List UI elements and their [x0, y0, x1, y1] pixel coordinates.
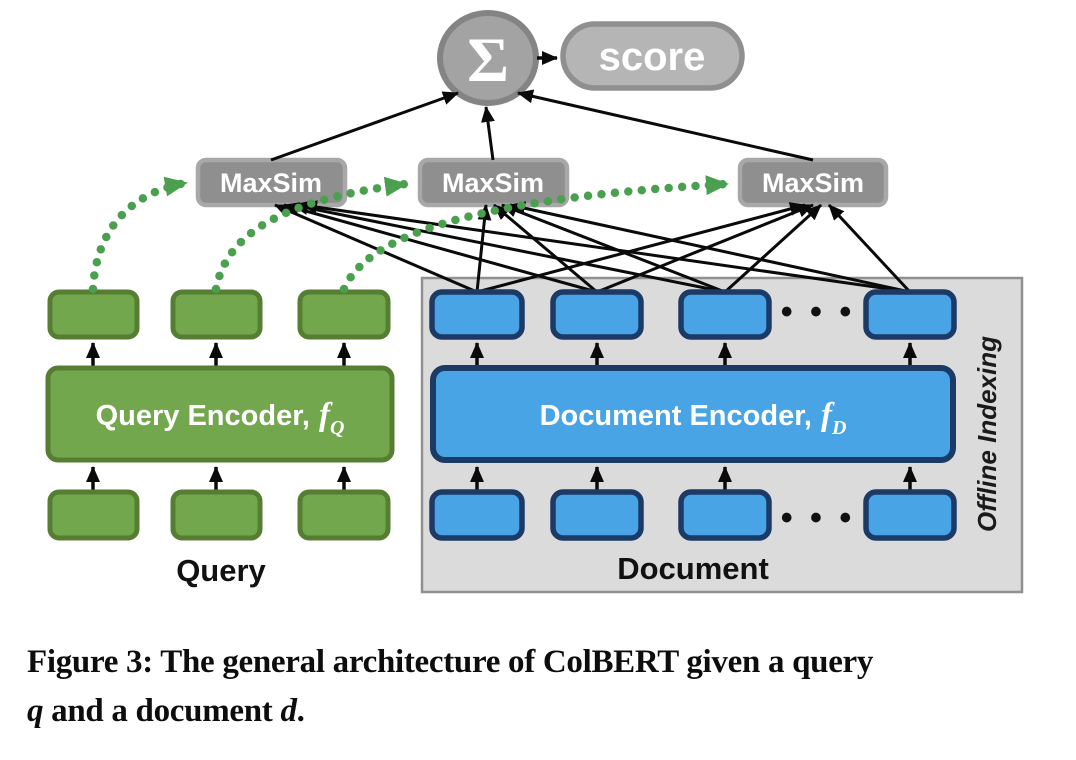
document-label: Document: [617, 551, 769, 586]
doc-token-4: [863, 489, 957, 541]
doc-to-maxsim-arrows: [274, 200, 912, 294]
maxsim-label-1: MaxSim: [220, 168, 322, 198]
maxsim-label-2: MaxSim: [442, 168, 544, 198]
offline-indexing-label: Offline Indexing: [972, 336, 1002, 532]
query-encoder-box: [45, 365, 395, 463]
arrow-line: [501, 203, 726, 294]
ellipsis-bottom: • • •: [781, 499, 856, 537]
sum-symbol: Σ: [467, 24, 509, 95]
score-label: score: [599, 35, 706, 79]
doc-embedding-1: [429, 289, 525, 340]
caption-mid: and a document: [43, 692, 281, 729]
arrow-line: [596, 203, 814, 294]
arrow-line: [283, 202, 598, 294]
dotted-arrow-2: [211, 176, 411, 294]
doc-embedding-2: [550, 289, 644, 340]
query-token-3: [297, 489, 391, 541]
architecture-diagram: Offline Indexing Σ score MaxSim MaxSim M…: [45, 10, 1024, 594]
caption-var-d: d: [280, 692, 297, 729]
caption-var-q: q: [27, 692, 44, 729]
dotted-arrow-3: [339, 175, 732, 294]
caption-period: .: [296, 692, 305, 729]
arrow-line: [827, 203, 912, 294]
arrow-line: [481, 106, 495, 161]
query-dotted-arrows: [88, 175, 732, 294]
query-encoder-label: Query Encoder,fQ: [96, 397, 345, 439]
maxsim-to-sum-arrows: [270, 89, 814, 162]
doc-encoder-box: [430, 365, 956, 463]
arrow-line: [292, 201, 726, 294]
query-embedding-2: [170, 289, 263, 340]
score-pill: [560, 21, 745, 91]
document-side: • • • Document Encoder,fD • • • Document: [429, 289, 957, 586]
doc-token-1: [429, 489, 525, 541]
ellipsis-top: • • •: [781, 293, 856, 331]
doc-token-2: [550, 489, 644, 541]
arrow-line: [274, 203, 478, 294]
arrow-line: [509, 201, 911, 294]
doc-embedding-3: [678, 289, 772, 340]
arrow-line: [476, 202, 806, 294]
figure-caption: Figure 3: The general architecture of Co…: [0, 638, 1076, 736]
query-embedding-1: [47, 289, 140, 340]
arrow-line: [723, 203, 823, 294]
query-token-2: [170, 489, 263, 541]
maxsim-label-3: MaxSim: [762, 168, 864, 198]
doc-token-3: [678, 489, 772, 541]
query-side: Query Encoder,fQ Query: [45, 289, 395, 588]
maxsim-row: MaxSim MaxSim MaxSim: [195, 157, 889, 208]
dotted-arrow-1: [88, 176, 191, 294]
caption-line1: Figure 3: The general architecture of Co…: [27, 644, 874, 680]
sum-node: [437, 10, 539, 106]
doc-embedding-4: [863, 289, 957, 340]
query-label: Query: [176, 553, 266, 588]
arrow-line: [517, 89, 814, 162]
arrow-line: [493, 203, 598, 294]
query-token-1: [47, 489, 140, 541]
arrow-line: [475, 204, 492, 293]
query-embedding-3: [297, 289, 391, 340]
arrow-line: [270, 91, 459, 162]
arrow-line: [301, 200, 911, 294]
doc-encoder-label: Document Encoder,fD: [540, 397, 847, 439]
